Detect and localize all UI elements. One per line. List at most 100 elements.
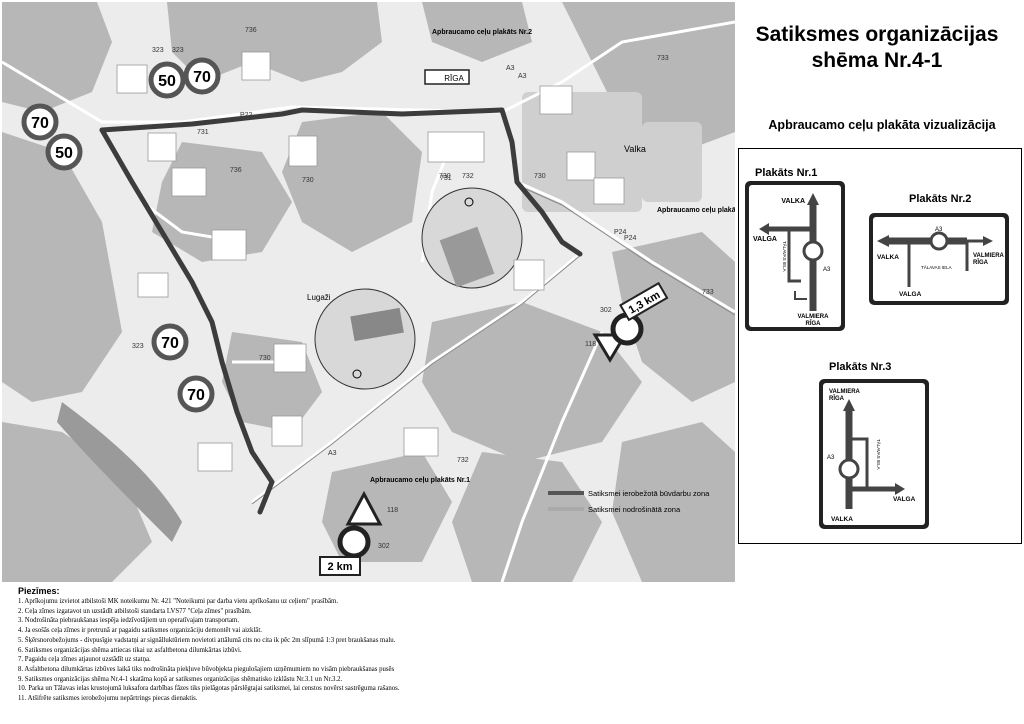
speed-limit-sign xyxy=(45,133,83,171)
speed-limit-value: 70 xyxy=(187,387,205,404)
svg-text:VALMIERA: VALMIERA xyxy=(829,389,861,395)
svg-text:A3: A3 xyxy=(823,267,831,273)
plakats-3-label: Plakāts Nr.3 xyxy=(829,361,892,373)
plakats-2-sign: VALKA VALMIERA RĪGA A3 TĀLAVAS IELA VALG… xyxy=(869,213,1009,305)
plakats-1-label: Plakāts Nr.1 xyxy=(755,167,818,179)
svg-text:VALKA: VALKA xyxy=(781,198,805,205)
road-number: 118 xyxy=(387,507,398,514)
road-number: P22 xyxy=(240,112,253,119)
minor-roads xyxy=(2,20,735,582)
svg-text:RĪGA: RĪGA xyxy=(444,74,464,83)
road-number: 323 xyxy=(152,47,164,54)
svg-text:RĪGA: RĪGA xyxy=(973,259,989,266)
road-number: 730 xyxy=(259,355,271,362)
direction-panels xyxy=(116,51,625,472)
note-item: 6. Satiksmes organizācijas shēma attieca… xyxy=(18,646,242,654)
road-number: 733 xyxy=(657,55,669,62)
road-number: 736 xyxy=(245,27,257,34)
svg-text:A3: A3 xyxy=(935,227,943,233)
plakats-2-label: Plakāts Nr.2 xyxy=(909,193,972,205)
speed-limit-value: 70 xyxy=(161,335,179,352)
note-item: 1. Aprīkojumu izvietot atbilstoši MK not… xyxy=(18,598,339,605)
site-map: 70 50 50 70 70 70 1,3 km 2 km RĪGA Apbraucamo… xyxy=(2,2,735,582)
road-number: 323 xyxy=(172,47,184,54)
road-number: 731 xyxy=(440,175,452,182)
detail-circle-2 xyxy=(314,288,416,390)
speed-limit-sign xyxy=(183,57,221,95)
svg-text:2 km: 2 km xyxy=(327,561,352,573)
legend-label-2: Satiksmei nodrošinātā zona xyxy=(588,505,681,514)
road-number: P24 xyxy=(614,229,627,236)
road-number: 302 xyxy=(378,543,390,550)
notes-heading: Piezīmes: xyxy=(18,586,60,596)
svg-text:VALGA: VALGA xyxy=(893,496,916,503)
roadworks-sign-2 xyxy=(592,312,644,363)
speed-sign-group: 70 50 50 70 70 70 xyxy=(21,57,221,413)
roadworks-sign-1 xyxy=(337,490,383,559)
note-item: 5. Šķērsnorobežojums - divpusīgie vadsta… xyxy=(18,636,396,644)
detail-circle-1 xyxy=(421,187,523,289)
note-item: 4. Ja esošās ceļa zīmes ir pretrunā ar p… xyxy=(18,627,262,635)
plakats-3-sign: VALMIERA RĪGA A3 TĀLAVAS IELA VALGA VALK… xyxy=(819,379,929,529)
road-number: 733 xyxy=(702,289,714,296)
speed-limit-sign xyxy=(151,323,189,361)
road-number: A3 xyxy=(506,65,515,72)
road-number: A3 xyxy=(518,73,527,80)
road-number: 732 xyxy=(457,457,469,464)
svg-text:VALGA: VALGA xyxy=(899,291,922,298)
speed-limit-sign xyxy=(21,103,59,141)
notes-block: Piezīmes: 1. Aprīkojumu izvietot atbilst… xyxy=(18,586,618,704)
svg-text:VALKA: VALKA xyxy=(831,516,853,523)
page-title: Satiksmes organizācijas shēma Nr.4-1 xyxy=(742,22,1012,74)
speed-limit-value: 70 xyxy=(31,115,49,132)
svg-text:A3: A3 xyxy=(827,455,835,461)
plakats-callout-1: Apbraucamo ceļu plakāts Nr.1 xyxy=(370,477,470,484)
svg-text:TĀLAVAS IELA: TĀLAVAS IELA xyxy=(782,241,788,272)
speed-limit-value: 70 xyxy=(193,69,211,86)
map-legend: Satiksmei ierobežotā būvdarbu zona Satik… xyxy=(548,489,710,514)
road-number: 732 xyxy=(462,173,474,180)
plakats-callout-3: Apbraucamo ceļu plakāts Nr.3 xyxy=(657,207,735,214)
title-line-1: Satiksmes organizācijas xyxy=(755,23,999,46)
svg-text:TĀLAVAS IELA: TĀLAVAS IELA xyxy=(921,264,952,270)
place-valka: Valka xyxy=(624,144,646,154)
road-number: 731 xyxy=(197,129,209,136)
speed-limit-value: 50 xyxy=(55,145,73,162)
road-number: A3 xyxy=(328,450,337,457)
note-item: 11. Atšifrēte satiksmes ierobežojumu nep… xyxy=(18,695,198,703)
legend-label-1: Satiksmei ierobežotā būvdarbu zona xyxy=(588,489,710,498)
note-item: 8. Asfaltbetona dilumkārtas izbūves laik… xyxy=(18,665,395,673)
note-item: 9. Satiksmes organizācijas shēma Nr.4-1 … xyxy=(18,675,343,683)
distance-board-2: 2 km xyxy=(319,556,361,576)
speed-limit-value: 50 xyxy=(158,73,176,90)
road-number: 302 xyxy=(600,307,612,314)
road-number: 730 xyxy=(439,173,451,180)
road-number: 730 xyxy=(534,173,546,180)
road-number: 730 xyxy=(302,177,314,184)
plakats-callout-2: Apbraucamo ceļu plakāts Nr.2 xyxy=(432,29,532,36)
svg-text:RĪGA: RĪGA xyxy=(829,395,845,402)
page-subtitle: Apbraucamo ceļu plakāta vizualizācija xyxy=(768,118,996,132)
svg-text:VALKA: VALKA xyxy=(877,254,899,261)
svg-text:TĀLAVAS IELA: TĀLAVAS IELA xyxy=(876,439,882,470)
svg-text:VALMIERA: VALMIERA xyxy=(973,253,1005,259)
riga-board: RĪGA xyxy=(424,69,470,85)
plakats-1-sign: VALKA VALGA A3 TĀLAVAS IELA VALMIERA RĪG… xyxy=(745,181,845,331)
road-number: 323 xyxy=(132,343,144,350)
svg-text:RĪGA: RĪGA xyxy=(806,320,822,327)
speed-limit-sign xyxy=(148,61,186,99)
svg-text:VALMIERA: VALMIERA xyxy=(798,314,830,320)
note-item: 2. Ceļa zīmes izgatavot un uzstādīt atbi… xyxy=(18,607,252,615)
place-lugazi: Lugaži xyxy=(307,293,331,302)
distance-board-1: 1,3 km xyxy=(619,281,669,322)
note-item: 7. Pagaidu ceļa zīmes atjaunot uzstādīt … xyxy=(18,656,151,664)
speed-limit-sign xyxy=(177,375,215,413)
road-number: 118 xyxy=(585,341,596,348)
title-line-2: shēma Nr.4-1 xyxy=(811,49,943,72)
forest-areas xyxy=(2,2,735,582)
water-area xyxy=(57,402,182,542)
svg-text:VALGA: VALGA xyxy=(753,236,777,243)
road-number: 736 xyxy=(230,167,242,174)
note-item: 3. Nodrošināta piebraukšanas iespēja ied… xyxy=(18,617,240,625)
